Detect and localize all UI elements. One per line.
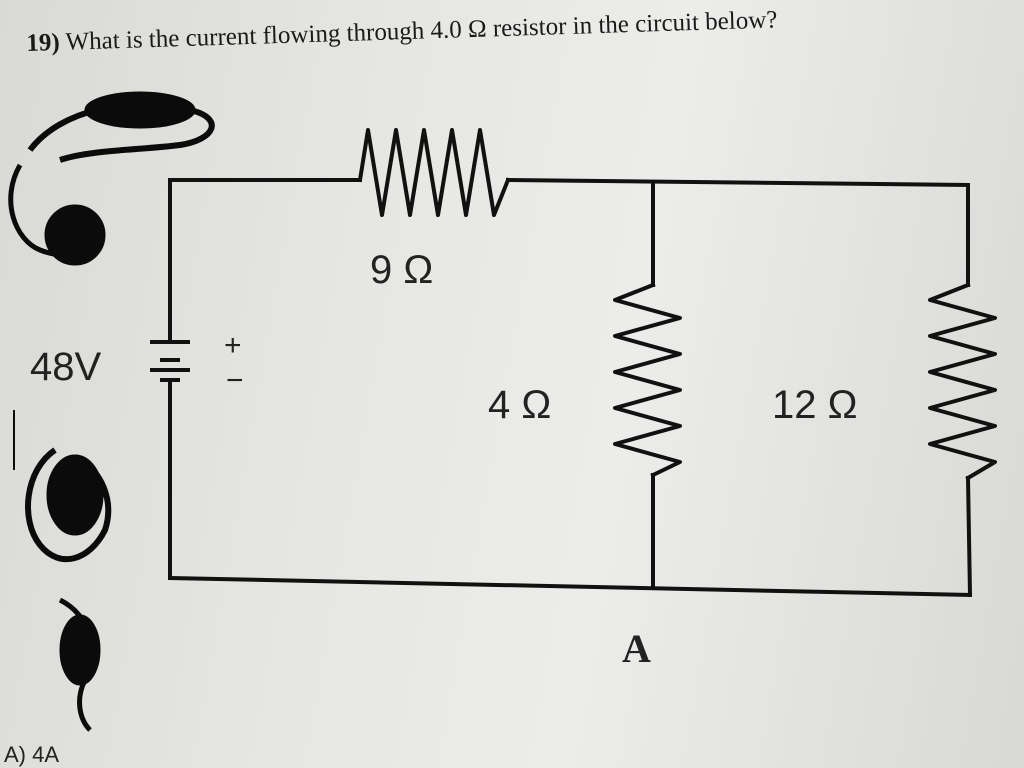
resistor-12-label: 12 Ω xyxy=(772,383,858,427)
resistor-9-label: 9 Ω xyxy=(370,248,433,292)
battery-symbol xyxy=(150,340,190,382)
wire-top-right xyxy=(505,177,971,188)
pen-scribbles xyxy=(8,91,215,732)
battery-plus-sign: + xyxy=(224,329,242,362)
wire-bottom xyxy=(167,575,973,598)
resistor-4-ohm xyxy=(613,282,682,478)
battery-minus-sign: − xyxy=(226,364,244,397)
resistor-4-label: 4 Ω xyxy=(488,383,551,427)
wire-right-lower xyxy=(965,475,973,598)
resistor-12-ohm xyxy=(928,282,997,481)
battery-voltage-label: 48V xyxy=(30,345,101,389)
resistor-9-ohm xyxy=(357,128,511,217)
answer-choice-a: A) 4A xyxy=(4,742,60,767)
node-a-label: A xyxy=(622,626,651,671)
